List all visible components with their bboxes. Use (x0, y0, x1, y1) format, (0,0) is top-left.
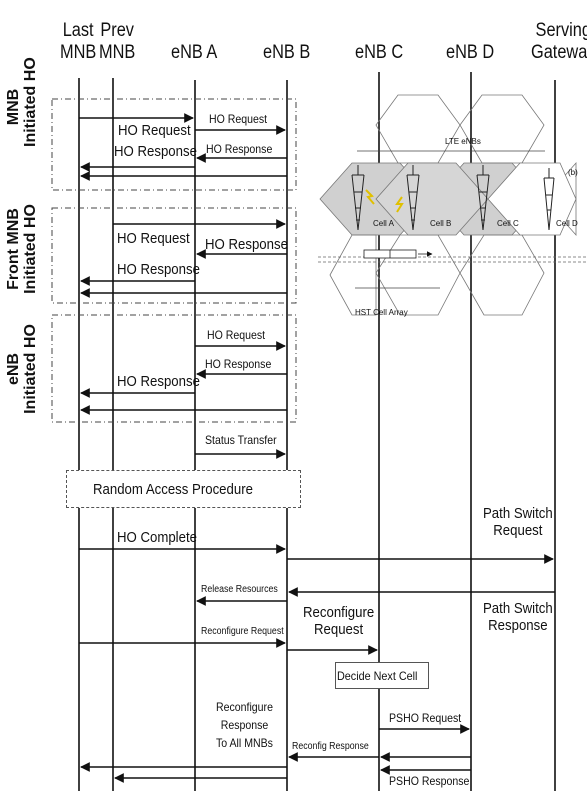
msg-path-switch-request: Path Switch Request (483, 505, 553, 539)
header-serving-line1: Serving (535, 20, 587, 41)
section-mnb-line2: Initiated HO (22, 57, 39, 147)
random-access-procedure-box: Random Access Procedure (66, 470, 301, 508)
inset-hst-cell-array: HST Cell Array (355, 308, 408, 317)
msg-reconfigure-request-small: Reconfigure Request (201, 626, 284, 637)
section-enb-line2: Initiated HO (22, 324, 39, 414)
inset-cell-figure (318, 94, 587, 316)
reconfigure-response-line3: To All MNBs (216, 736, 273, 750)
msg-path-switch-response: Path Switch Response (483, 600, 553, 634)
msg-reconfigure-response: Reconfigure Response To All MNBs (216, 698, 273, 752)
msg-ho-request-mnb-left: HO Request (118, 122, 191, 139)
section-enb-line1: eNB (5, 353, 22, 386)
inset-panel-label: (b) (568, 168, 578, 177)
msg-ho-response-front-right: HO Response (205, 236, 288, 253)
msg-ho-complete: HO Complete (117, 529, 197, 546)
msg-release-resources: Release Resources (201, 584, 278, 595)
reconfigure-request-line1: Reconfigure (303, 604, 375, 621)
header-prev-mnb: Prev MNB (99, 20, 135, 64)
frame-front-mnb-initiated (51, 207, 297, 304)
section-mnb-line1: MNB (5, 88, 22, 126)
inset-cell-a: Cell A (373, 219, 394, 228)
header-last-mnb: Last MNB (60, 20, 96, 64)
msg-status-transfer: Status Transfer (205, 433, 277, 447)
decide-next-cell-label: Decide Next Cell (337, 668, 418, 683)
section-label-front-mnb-initiated: Front MNB Initiated HO (5, 194, 39, 304)
decide-next-cell-box: Decide Next Cell (335, 662, 429, 689)
inset-cell-c: Cell C (497, 219, 519, 228)
header-prev-mnb-line1: Prev (100, 20, 134, 41)
arrows (79, 113, 555, 783)
header-serving-gateway: Serving Gateway (531, 20, 587, 64)
header-enb-a: eNB A (171, 42, 218, 63)
section-front-line2: Initiated HO (22, 204, 39, 294)
msg-ho-response-mnb-left: HO Response (114, 143, 197, 160)
path-switch-request-line2: Request (493, 522, 543, 539)
inset-cell-b: Cell B (430, 219, 452, 228)
msg-ho-response-mnb-right: HO Response (206, 142, 273, 156)
header-last-mnb-line2: MNB (60, 42, 97, 63)
header-serving-line2: Gateway (531, 42, 587, 63)
section-front-line1: Front MNB (5, 208, 22, 290)
msg-ho-response-front-left: HO Response (117, 261, 200, 278)
random-access-label: Random Access Procedure (92, 480, 253, 498)
msg-ho-request-front: HO Request (117, 230, 190, 247)
reconfigure-request-line2: Request (314, 621, 364, 638)
header-enb-b: eNB B (263, 42, 311, 63)
msg-reconfig-response: Reconfig Response (292, 741, 369, 752)
reconfigure-response-line1: Reconfigure (216, 700, 273, 714)
inset-cell-d: Cell D (556, 219, 578, 228)
msg-ho-request-enb: HO Request (207, 328, 266, 342)
path-switch-request-line1: Path Switch (483, 505, 553, 522)
header-enb-d: eNB D (446, 42, 495, 63)
header-enb-c: eNB C (355, 42, 404, 63)
frame-enb-initiated (51, 314, 297, 423)
msg-ho-response-enb-left: HO Response (117, 373, 200, 390)
path-switch-response-line2: Response (488, 617, 548, 634)
header-last-mnb-line1: Last (62, 20, 94, 41)
reconfigure-response-line2: Response (220, 718, 269, 732)
inset-lte-enbs-label: LTE eNBs (445, 137, 481, 146)
msg-ho-response-enb-right: HO Response (205, 357, 272, 371)
section-frames (51, 98, 297, 423)
header-prev-mnb-line2: MNB (99, 42, 136, 63)
msg-ho-request-mnb-right: HO Request (209, 112, 268, 126)
msg-reconfigure-request: Reconfigure Request (303, 604, 374, 638)
frame-mnb-initiated (51, 98, 297, 191)
section-label-mnb-initiated: MNB Initiated HO (5, 57, 39, 147)
section-label-enb-initiated: eNB Initiated HO (5, 314, 39, 424)
msg-psho-request: PSHO Request (389, 711, 462, 725)
path-switch-response-line1: Path Switch (483, 600, 553, 617)
msg-psho-response: PSHO Response (389, 774, 470, 788)
